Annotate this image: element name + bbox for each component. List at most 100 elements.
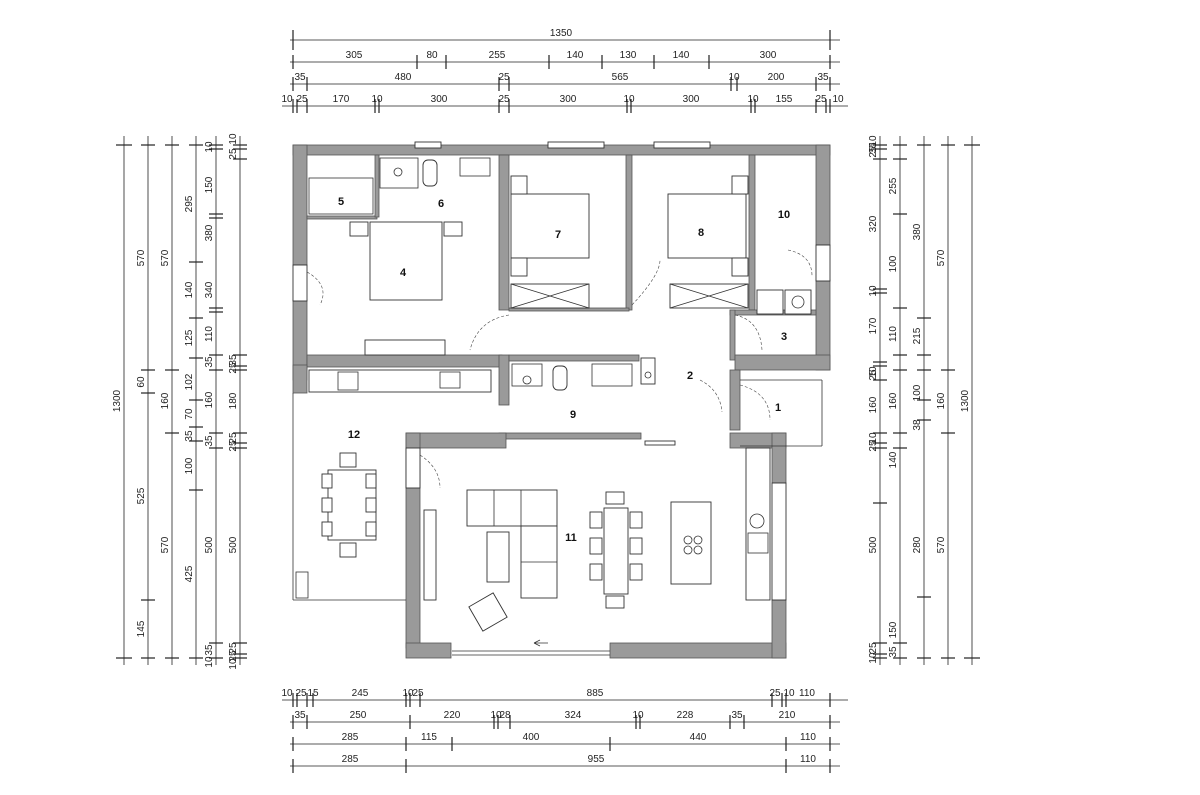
dim-right: 10: [868, 432, 879, 444]
dim-left: 150: [204, 176, 215, 193]
dim-bottom: 885: [587, 688, 604, 699]
right-dimension-chains: 10 25 35 320 10 170 10 25 160 10 25 500 …: [868, 135, 980, 665]
dim-right: 570: [936, 249, 947, 266]
furniture: [308, 157, 812, 632]
dim-bottom: 10: [632, 710, 644, 721]
dim-top: 565: [612, 72, 629, 83]
dim-top: 35: [817, 72, 829, 83]
dim-left: 100: [184, 457, 195, 474]
dim-right: 10: [868, 135, 879, 147]
dim-bottom: 25: [412, 688, 424, 699]
room-labels: 1 2 3 4 5 6 7 8 9 10 11 12: [338, 196, 790, 544]
room-label-1: 1: [775, 402, 781, 414]
dim-right: 10: [868, 366, 879, 378]
dim-bottom: 245: [352, 688, 369, 699]
dim-right: 170: [868, 317, 879, 334]
dim-right: 280: [912, 536, 923, 553]
dim-bottom: 400: [523, 732, 540, 743]
dim-left: 35: [204, 435, 215, 447]
dim-right: 320: [868, 215, 879, 232]
room-label-7: 7: [555, 229, 561, 241]
dim-top: 480: [395, 72, 412, 83]
dim-top: 25: [498, 94, 510, 105]
dim-top: 140: [673, 50, 690, 61]
dim-right: 500: [868, 536, 879, 553]
dim-left: 180: [228, 392, 239, 409]
dim-top: 10: [623, 94, 635, 105]
door-swings: [306, 249, 813, 489]
room-label-6: 6: [438, 198, 444, 210]
dim-bottom: 10: [402, 688, 414, 699]
dim-left: 25: [228, 148, 239, 160]
room-label-2: 2: [687, 370, 693, 382]
dim-total-width: 1350: [550, 28, 573, 39]
dim-bottom: 10: [490, 710, 502, 721]
dim-left: 10: [228, 658, 239, 670]
dim-bottom: 440: [690, 732, 707, 743]
dim-left: 35: [184, 430, 195, 442]
dim-left: 35: [228, 354, 239, 366]
dim-bottom: 15: [307, 688, 319, 699]
room-label-4: 4: [400, 267, 407, 279]
dim-right: 140: [888, 451, 899, 468]
bottom-dimension-chains: 10 25 15 245 10 25 885 25 10 110 35 250 …: [281, 688, 848, 773]
dim-right: 25: [868, 146, 879, 158]
dim-left: 500: [228, 536, 239, 553]
room-label-11: 11: [565, 532, 577, 544]
dim-bottom: 10: [783, 688, 795, 699]
dim-right: 150: [888, 621, 899, 638]
dim-bottom: 228: [677, 710, 694, 721]
dim-top: 300: [560, 94, 577, 105]
dim-left: 35: [204, 356, 215, 368]
dim-left: 570: [160, 536, 171, 553]
dim-bottom: 35: [731, 710, 743, 721]
dim-left: 102: [184, 373, 195, 390]
dim-right: 10: [868, 652, 879, 664]
dim-bottom: 25: [295, 688, 307, 699]
dim-top: 35: [294, 72, 306, 83]
dim-left: 60: [136, 376, 147, 388]
dim-bottom: 110: [800, 732, 816, 743]
dim-right: 38: [912, 419, 923, 431]
dim-left: 525: [136, 487, 147, 504]
room-label-5: 5: [338, 196, 344, 208]
dim-top: 10: [747, 94, 759, 105]
dim-top: 10: [371, 94, 383, 105]
dim-right: 160: [936, 392, 947, 409]
dim-bottom: 324: [565, 710, 582, 721]
dim-bottom: 25: [769, 688, 781, 699]
dim-left: 35: [204, 644, 215, 656]
entrance-porch: [740, 379, 823, 447]
dim-left: 10: [228, 133, 239, 145]
dim-bottom: 28: [499, 710, 511, 721]
dim-top: 300: [431, 94, 448, 105]
dim-left: 25: [228, 432, 239, 444]
dim-bottom: 285: [342, 754, 359, 765]
dim-bottom: 115: [421, 732, 437, 743]
dim-right: 100: [912, 384, 923, 401]
dim-bottom: 35: [294, 710, 306, 721]
room-label-9: 9: [570, 409, 576, 421]
dim-bottom: 110: [799, 688, 815, 699]
dim-top: 200: [768, 72, 785, 83]
dim-top: 170: [333, 94, 350, 105]
dim-right: 100: [888, 255, 899, 272]
dim-right: 215: [912, 327, 923, 344]
dim-left: 25: [228, 362, 239, 374]
dim-left: 340: [204, 281, 215, 298]
dim-total-height: 1300: [112, 389, 123, 412]
dim-right: 160: [888, 392, 899, 409]
dim-left: 70: [184, 408, 195, 420]
room-label-10: 10: [778, 209, 790, 221]
dim-left: 110: [204, 326, 215, 342]
dim-right: 255: [888, 177, 899, 194]
dim-left: 145: [136, 620, 147, 637]
dim-bottom: 210: [779, 710, 796, 721]
dim-left: 570: [136, 249, 147, 266]
dim-top: 10: [281, 94, 293, 105]
dim-top: 300: [683, 94, 700, 105]
dim-right: 25: [868, 642, 879, 654]
room-label-8: 8: [698, 227, 704, 239]
dim-right: 35: [888, 646, 899, 658]
